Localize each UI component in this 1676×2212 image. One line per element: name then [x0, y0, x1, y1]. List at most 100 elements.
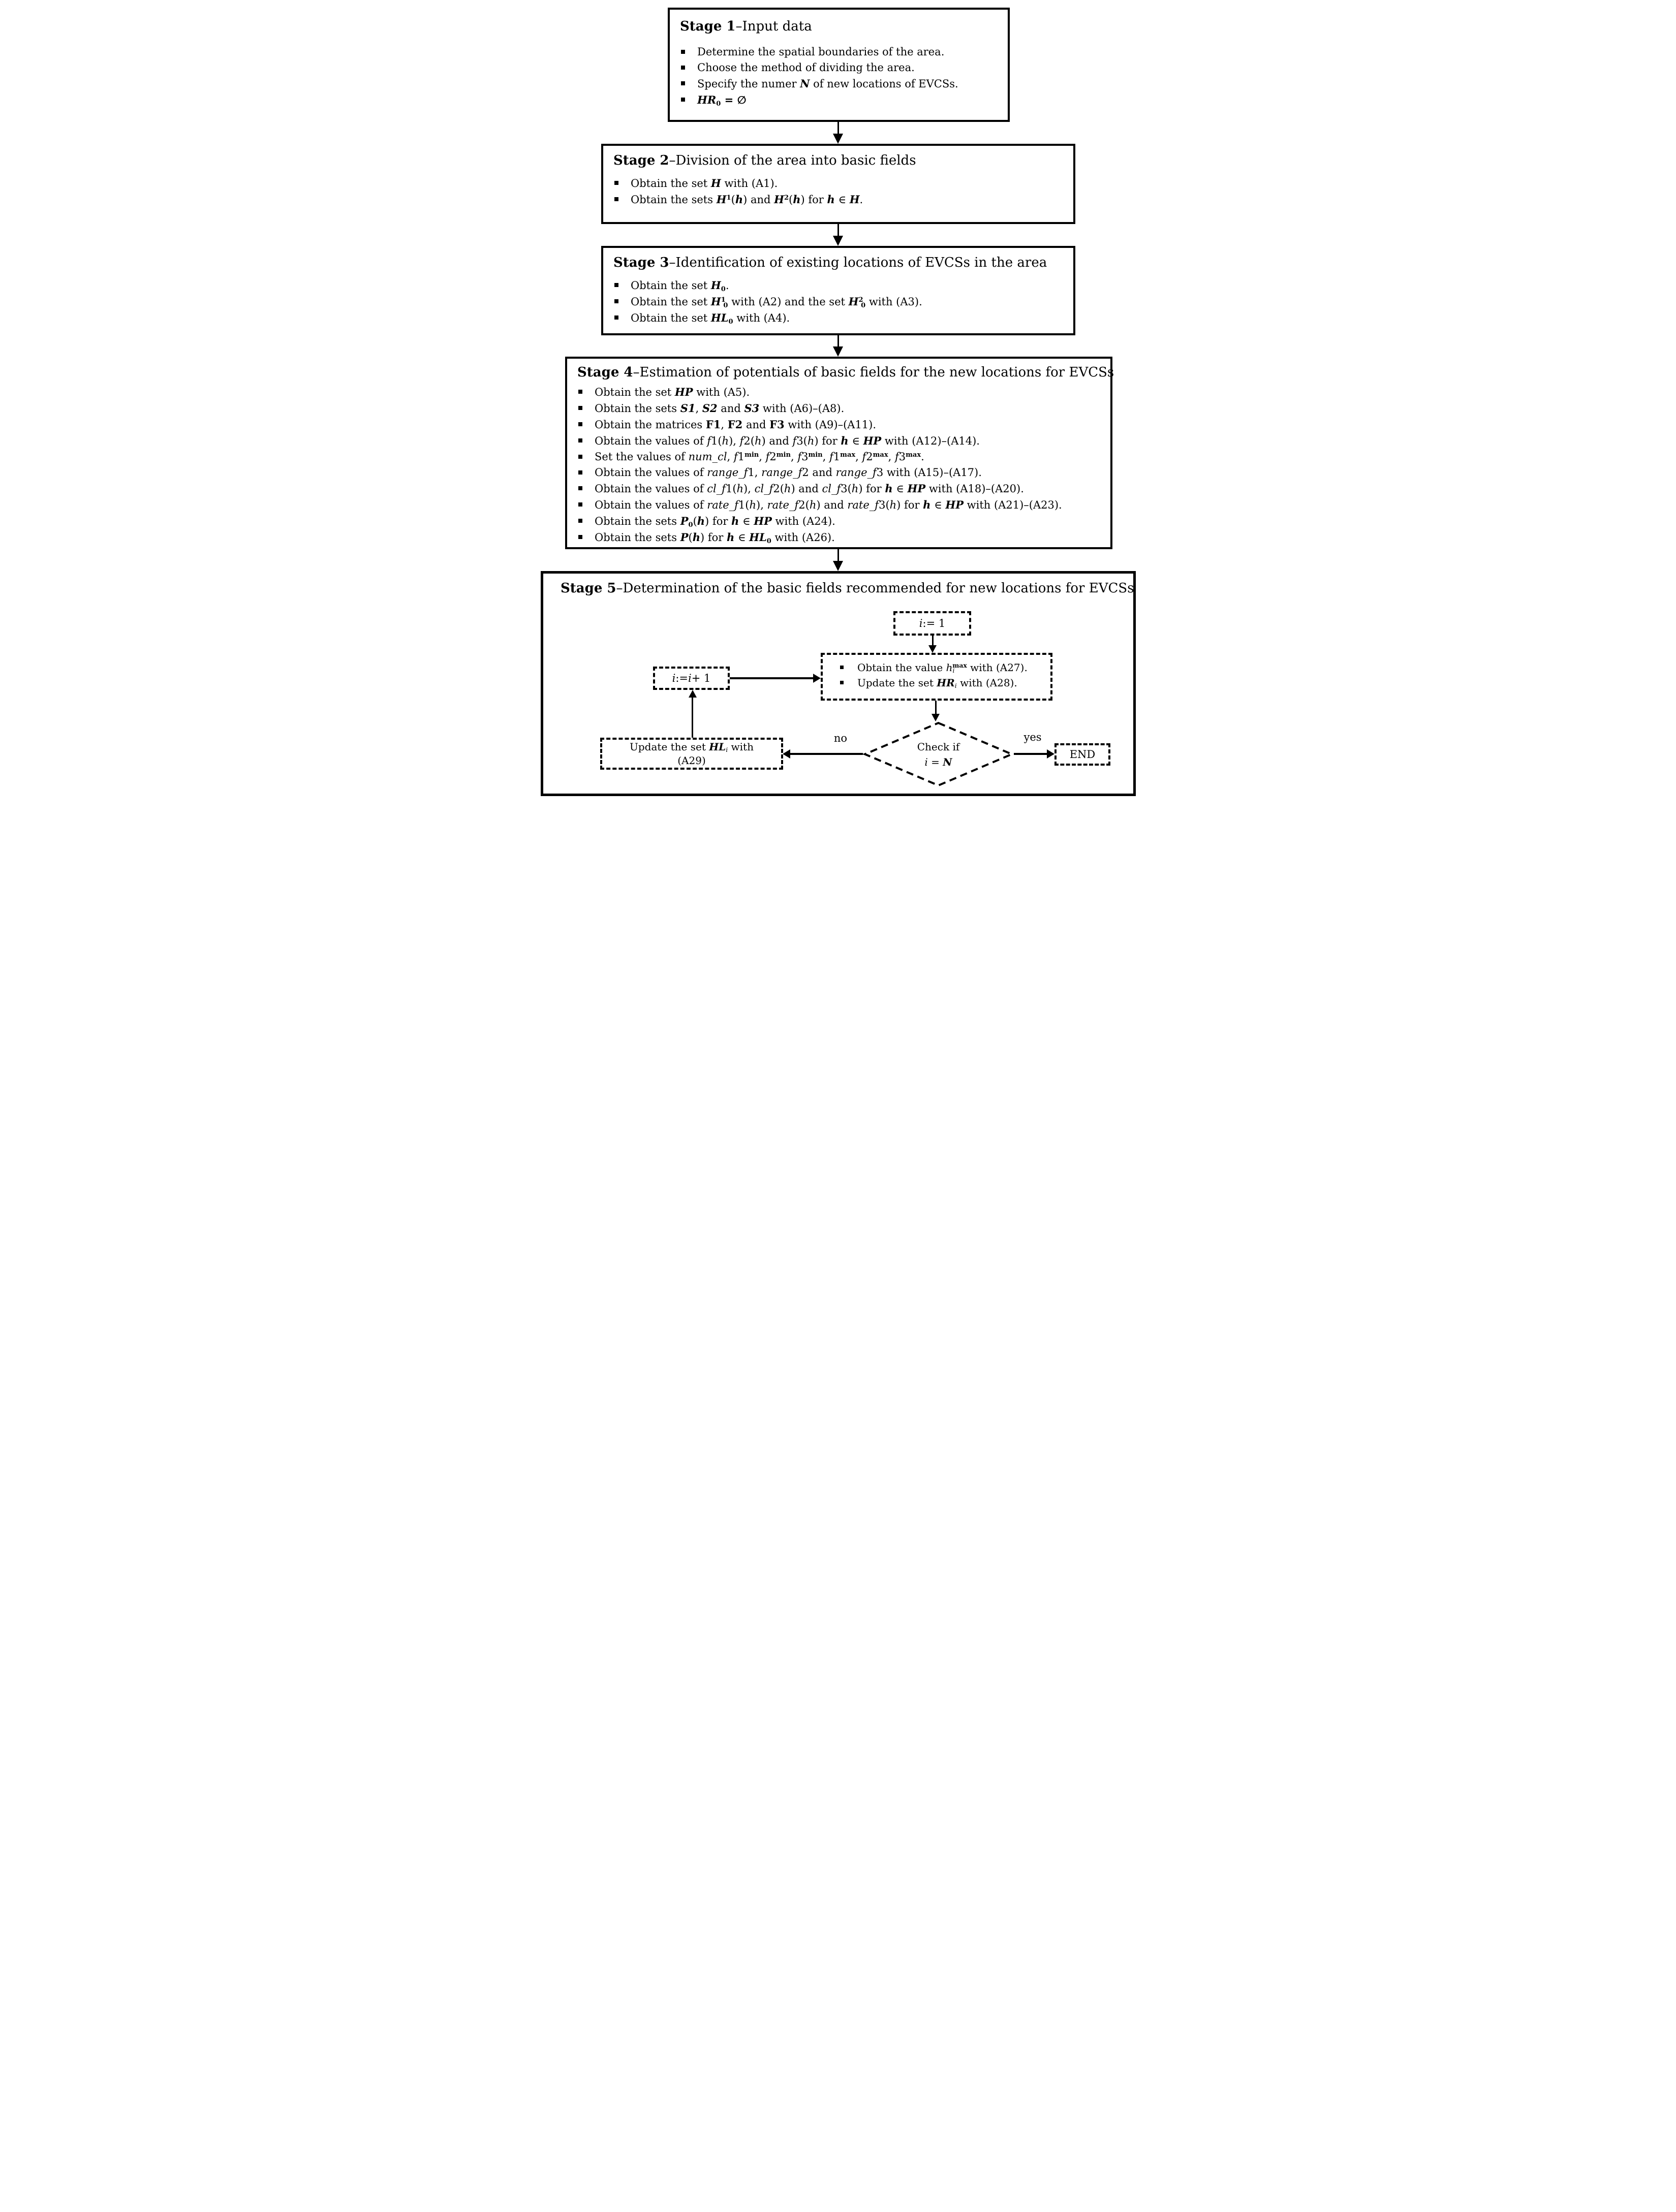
stage-4-bullets: Obtain the set HP with (A5). Obtain the s…	[567, 384, 1110, 546]
arrow-no-line	[790, 753, 863, 755]
bullet-item: Obtain the values of f1(h), f2(h) and f3…	[577, 433, 1110, 449]
bullet-square-icon	[681, 66, 685, 70]
arrow-init-to-process-head	[928, 645, 937, 653]
stage-4-box: Stage 4–Estimation of potentials of basi…	[565, 357, 1114, 549]
arrow-stage2-to-stage3-line	[837, 224, 839, 236]
stage-3-box: Stage 3–Identification of existing locat…	[601, 246, 1075, 335]
bullet-square-icon	[578, 470, 582, 475]
arrow-yes-head	[1047, 749, 1054, 759]
bullet-item: Determine the spatial boundaries of the …	[680, 44, 1008, 60]
arrow-stage3-to-stage4-line	[837, 335, 839, 347]
bullet-text: Obtain the matrices F1, F2 and F3 with (…	[595, 418, 877, 431]
arrow-no-head	[783, 749, 790, 759]
arrow-yes-line	[1014, 753, 1047, 755]
bullet-square-icon	[614, 315, 618, 320]
bullet-square-icon	[578, 519, 582, 523]
bullet-square-icon	[681, 50, 685, 54]
stage-5-box: Stage 5–Determination of the basic field…	[541, 571, 1136, 796]
arrow-stage1-to-stage2-head	[833, 134, 843, 144]
bullet-item: Specify the numer N of new locations of …	[680, 76, 1008, 92]
bullet-text: Determine the spatial boundaries of the …	[697, 46, 945, 58]
update-line-1: Update the set HLi with	[630, 740, 754, 753]
bullet-item: Obtain the values of cl_f1(h), cl_f2(h) …	[577, 481, 1110, 497]
bullet-text: Update the set HRi with (A28).	[857, 677, 1017, 690]
arrow-process-to-decision-head	[932, 714, 940, 721]
arrow-update-to-increment-head	[689, 690, 697, 698]
bullet-square-icon	[614, 283, 618, 287]
arrow-increment-to-process-line	[730, 677, 814, 679]
bullet-text: Obtain the sets P(h) for h ∈ HL0 with (A…	[595, 531, 835, 545]
bullet-text: HR0 = ∅	[697, 93, 747, 108]
bullet-item: HR0 = ∅	[680, 92, 1008, 108]
bullet-item: Set the values of num_cl, f1min, f2min, …	[577, 449, 1110, 465]
bullet-item: Update the set HRi with (A28).	[839, 675, 1050, 690]
arrow-stage1-to-stage2-line	[837, 121, 839, 135]
flowchart-canvas: Stage 1–Input data Determine the spatial…	[533, 0, 1143, 805]
update-line-2: (A29)	[677, 754, 706, 767]
bullet-text: Obtain the value himax with (A27).	[857, 661, 1028, 675]
bullet-item: Obtain the value himax with (A27).	[839, 660, 1050, 675]
bullet-square-icon	[578, 422, 582, 426]
bullet-square-icon	[578, 486, 582, 490]
bullet-text: Obtain the set H with (A1).	[631, 177, 778, 189]
bullet-text: Obtain the set H0.	[631, 279, 729, 293]
init-box: i := 1	[893, 611, 971, 636]
decision-diamond: Check if i = N	[862, 721, 1015, 787]
bullet-item: Obtain the set H with (A1).	[613, 175, 1073, 192]
bullet-item: Choose the method of dividing the area.	[680, 60, 1008, 76]
bullet-text: Obtain the values of f1(h), f2(h) and f3…	[595, 434, 980, 447]
decision-text: Check if i = N	[863, 721, 1014, 787]
bullet-item: Obtain the set H10 with (A2) and the set…	[613, 294, 1073, 310]
arrow-init-to-process-line	[932, 636, 934, 647]
yes-branch-label: yes	[1023, 731, 1042, 743]
bullet-text: Obtain the sets S1, S2 and S3 with (A6)–…	[595, 402, 845, 415]
bullet-text: Obtain the values of rate_f1(h), rate_f2…	[595, 498, 1062, 511]
bullet-item: Obtain the set HL0 with (A4).	[613, 310, 1073, 326]
bullet-item: Obtain the matrices F1, F2 and F3 with (…	[577, 417, 1110, 433]
bullet-item: Obtain the set HP with (A5).	[577, 384, 1110, 400]
arrow-update-to-increment-line	[692, 697, 693, 738]
bullet-square-icon	[578, 438, 582, 443]
bullet-text: Obtain the values of cl_f1(h), cl_f2(h) …	[595, 482, 1024, 495]
bullet-item: Obtain the sets H1(h) and H2(h) for h ∈ …	[613, 192, 1073, 208]
arrow-stage2-to-stage3-head	[833, 236, 843, 246]
update-box: Update the set HLi with (A29)	[600, 738, 783, 770]
diamond-shape-icon	[862, 721, 1015, 787]
bullet-text: Specify the numer N of new locations of …	[697, 77, 958, 90]
bullet-square-icon	[840, 681, 844, 684]
end-box: END	[1054, 743, 1110, 766]
stage-2-bullets: Obtain the set H with (A1). Obtain the se…	[603, 175, 1073, 208]
bullet-text: Obtain the sets P0(h) for h ∈ HP with (A…	[595, 515, 835, 529]
stage-1-title: Stage 1–Input data	[680, 19, 812, 34]
no-branch-label: no	[833, 732, 848, 744]
bullet-text: Obtain the set HL0 with (A4).	[631, 311, 790, 326]
bullet-item: Obtain the sets P0(h) for h ∈ HP with (A…	[577, 513, 1110, 529]
bullet-item: Obtain the set H0.	[613, 277, 1073, 294]
arrow-increment-to-process-head	[813, 674, 821, 683]
bullet-square-icon	[578, 390, 582, 394]
bullet-square-icon	[614, 197, 618, 201]
stage-3-bullets: Obtain the set H0.Obtain the set H10 wit…	[603, 277, 1073, 326]
arrow-stage4-to-stage5-head	[833, 561, 843, 571]
bullet-square-icon	[578, 406, 582, 410]
stage-2-box: Stage 2–Division of the area into basic …	[601, 144, 1075, 224]
bullet-square-icon	[614, 299, 618, 303]
bullet-square-icon	[578, 502, 582, 507]
process-box: Obtain the value himax with (A27). Update…	[821, 653, 1052, 701]
bullet-square-icon	[681, 81, 685, 85]
arrow-stage3-to-stage4-head	[833, 346, 843, 357]
bullet-text: Obtain the set HP with (A5).	[595, 386, 750, 398]
bullet-text: Choose the method of dividing the area.	[697, 61, 915, 74]
bullet-item: Obtain the sets P(h) for h ∈ HL0 with (A…	[577, 529, 1110, 546]
increment-box: i := i + 1	[653, 667, 730, 690]
stage-4-title: Stage 4–Estimation of potentials of basi…	[577, 365, 1114, 380]
decision-line-2: i = N	[924, 755, 952, 768]
stage-1-bullets: Determine the spatial boundaries of the …	[670, 44, 1008, 108]
bullet-square-icon	[681, 98, 685, 102]
process-bullets: Obtain the value himax with (A27). Update…	[823, 660, 1050, 690]
stage-3-title: Stage 3–Identification of existing locat…	[613, 255, 1047, 270]
bullet-item: Obtain the values of range_f1, range_f2 …	[577, 465, 1110, 481]
stage-5-title: Stage 5–Determination of the basic field…	[561, 581, 1134, 596]
bullet-square-icon	[840, 666, 844, 669]
bullet-item: Obtain the sets S1, S2 and S3 with (A6)–…	[577, 400, 1110, 417]
